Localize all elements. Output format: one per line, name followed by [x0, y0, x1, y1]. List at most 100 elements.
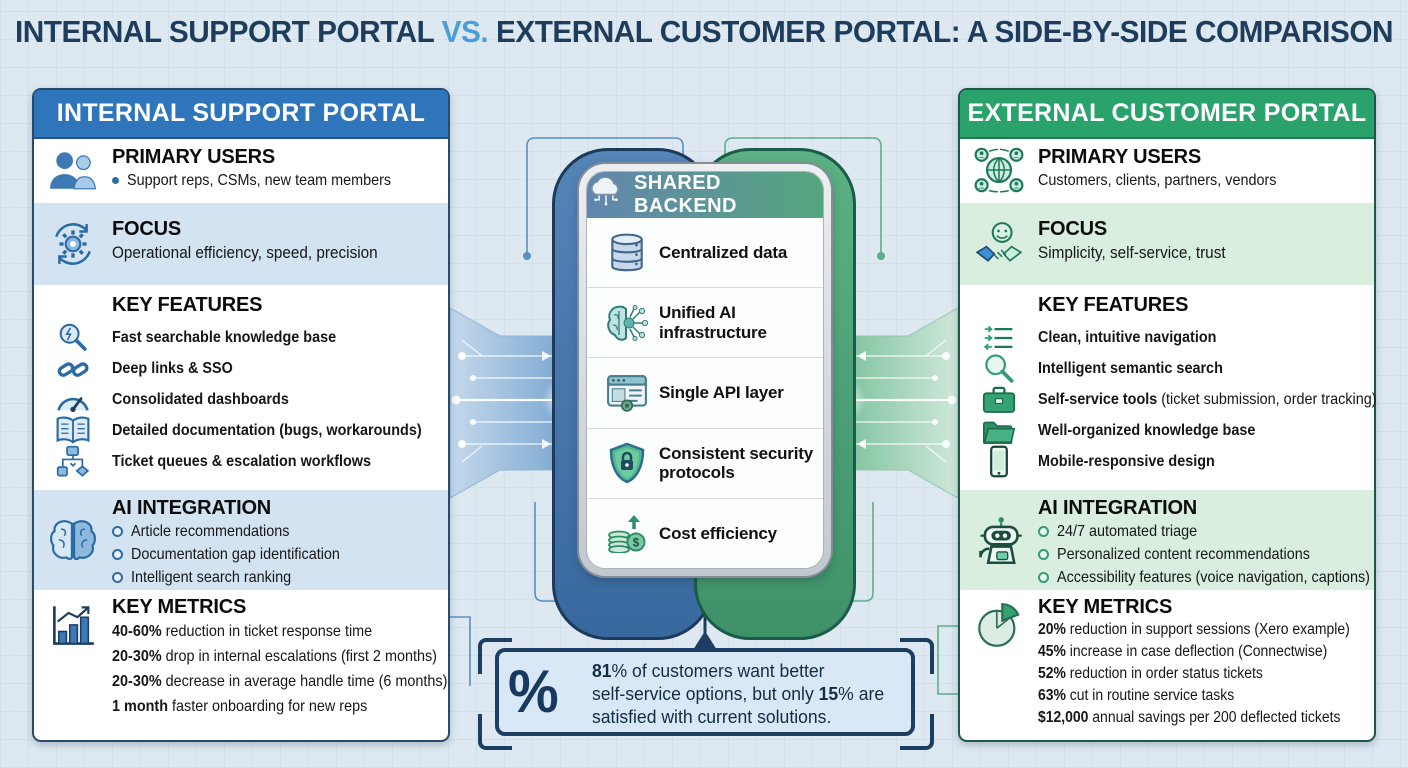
ai-item: Personalized content recommendations: [1038, 543, 1374, 566]
bullet-ring-icon: [112, 526, 123, 537]
internal-primary-users-section: PRIMARY USERS Support reps, CSMs, new te…: [34, 137, 448, 203]
ai-item: Article recommendations: [112, 520, 448, 543]
primary-users-text: Customers, clients, partners, vendors: [1038, 172, 1277, 189]
global-users-icon: [960, 137, 1038, 203]
semantic-search-icon: [960, 353, 1038, 385]
bullet-dot-icon: [112, 177, 119, 184]
feature-row: Well-organized knowledge base: [960, 415, 1374, 446]
users-icon: [34, 137, 112, 203]
robot-icon: [960, 490, 1038, 590]
backend-item-label: Consistent security protocols: [659, 443, 813, 483]
brain-icon: [34, 490, 112, 590]
metric-line: 1 month faster onboarding for new reps: [112, 698, 368, 715]
metric-line: 63% cut in routine service tasks: [1038, 687, 1235, 704]
bullet-ring-icon: [112, 572, 123, 583]
feature-row: Fast searchable knowledge base: [34, 322, 448, 353]
bullet-ring-icon: [112, 549, 123, 560]
svg-text:$: $: [633, 536, 640, 550]
gauge-icon: [34, 386, 112, 413]
external-portal-header: EXTERNAL CUSTOMER PORTAL: [960, 90, 1374, 139]
external-key-features-section: KEY FEATURES Clean, intuitive navigation…: [960, 285, 1377, 490]
bullet-ring-icon: [1038, 549, 1049, 560]
bullet-ring-icon: [1038, 526, 1049, 537]
shared-backend-header: SHARED BACKEND: [587, 172, 823, 218]
bullet-ring-icon: [1038, 572, 1049, 583]
process-gear-icon: [34, 203, 112, 285]
mobile-icon: [960, 445, 1038, 478]
stat-bracket-bottom-left: [478, 714, 512, 750]
section-title: PRIMARY USERS: [1038, 146, 1201, 168]
backend-item-label: Centralized data: [659, 242, 788, 262]
cloud-network-icon: [587, 176, 625, 213]
feature-row: Ticket queues & escalation workflows: [34, 445, 448, 479]
external-portal-card: EXTERNAL CUSTOMER PORTAL PRIMARY USERS C…: [958, 88, 1377, 742]
internal-portal-card: INTERNAL SUPPORT PORTAL PRIMARY USERS Su…: [32, 88, 450, 742]
metric-line: 20-30% drop in internal escalations (fir…: [112, 648, 437, 665]
backend-row-single-api: Single API layer: [587, 357, 823, 427]
feature-row: Self-service tools (ticket submission, o…: [960, 384, 1377, 415]
primary-users-item: Support reps, CSMs, new team members: [112, 169, 448, 192]
cost-coins-icon: $: [599, 513, 655, 554]
database-icon: [599, 232, 655, 274]
feature-row: Consolidated dashboards: [34, 384, 448, 415]
title-part2: EXTERNAL CUSTOMER PORTAL: A SIDE-BY-SIDE…: [495, 14, 1394, 49]
stat-line-3: satisfied with current solutions.: [592, 706, 832, 727]
focus-desc: Operational efficiency, speed, precision: [112, 243, 378, 262]
book-icon: [34, 415, 112, 446]
internal-ai-section: AI INTEGRATION Article recommendations D…: [34, 490, 448, 590]
feature-row: Mobile-responsive design: [960, 445, 1374, 478]
section-title: KEY METRICS: [112, 596, 247, 618]
metric-line: 40-60% reduction in ticket response time: [112, 623, 373, 640]
pie-chart-icon: [960, 590, 1038, 740]
ai-item: 24/7 automated triage: [1038, 520, 1374, 543]
metric-line: 20% reduction in support sessions (Xero …: [1038, 621, 1350, 638]
stat-callout-box: [495, 648, 915, 736]
section-title: PRIMARY USERS: [112, 146, 275, 168]
section-title: AI INTEGRATION: [1038, 497, 1198, 519]
backend-row-unified-ai: Unified AI infrastructure: [587, 287, 823, 357]
briefcase-icon: [960, 385, 1038, 414]
stat-bracket-bottom-right: [900, 714, 934, 750]
feature-row: Intelligent semantic search: [960, 353, 1374, 384]
stat-bracket-top-right: [900, 638, 934, 674]
percent-symbol: %: [508, 658, 559, 725]
stat-text: 81% of customers want better self-servic…: [592, 659, 906, 728]
internal-key-features-section: KEY FEATURES Fast searchable knowledge b…: [34, 285, 448, 490]
nav-list-icon: [960, 324, 1038, 352]
external-focus-section: FOCUS Simplicity, self-service, trust: [960, 203, 1374, 285]
features-title-row: KEY FEATURES: [34, 285, 448, 322]
backend-item-label: Unified AI infrastructure: [659, 303, 767, 342]
smile-handshake-icon: [960, 203, 1038, 285]
external-metrics-section: KEY METRICS 20% reduction in support ses…: [960, 590, 1374, 740]
ai-item: Intelligent search ranking: [112, 566, 448, 589]
section-title: KEY FEATURES: [1038, 294, 1189, 316]
stat-line-2: self-service options, but only 15% are: [592, 683, 885, 704]
focus-desc: Simplicity, self-service, trust: [1038, 243, 1226, 262]
metric-line: $12,000 annual savings per 200 deflected…: [1038, 709, 1341, 726]
ai-item: Documentation gap identification: [112, 543, 448, 566]
feature-row: Detailed documentation (bugs, workaround…: [34, 415, 448, 446]
backend-item-label: Single API layer: [659, 383, 784, 403]
metric-line: 20-30% decrease in average handle time (…: [112, 673, 448, 690]
backend-item-label: Cost efficiency: [659, 523, 777, 543]
stat-line-1: 81% of customers want better: [592, 660, 825, 681]
workflow-icon: [34, 445, 112, 479]
external-primary-users-section: PRIMARY USERS Customers, clients, partne…: [960, 137, 1374, 203]
backend-row-cost: $ Cost efficiency: [587, 497, 823, 568]
backend-row-centralized-data: Centralized data: [587, 218, 823, 287]
section-title: FOCUS: [1038, 218, 1108, 240]
section-title: KEY METRICS: [1038, 596, 1173, 618]
internal-focus-section: FOCUS Operational efficiency, speed, pre…: [34, 203, 448, 285]
shield-lock-icon: [599, 442, 655, 484]
fast-search-icon: [34, 321, 112, 355]
bar-chart-icon: [34, 590, 112, 740]
internal-portal-header: INTERNAL SUPPORT PORTAL: [34, 90, 448, 139]
stat-bracket-top-left: [478, 638, 512, 674]
shared-backend-title: SHARED BACKEND: [634, 172, 737, 217]
title-part1: INTERNAL SUPPORT PORTAL: [14, 14, 434, 49]
api-window-icon: [599, 374, 655, 412]
page-title: INTERNAL SUPPORT PORTAL VS. EXTERNAL CUS…: [14, 14, 1394, 50]
section-title: KEY FEATURES: [112, 294, 263, 316]
folder-icon: [960, 417, 1038, 444]
